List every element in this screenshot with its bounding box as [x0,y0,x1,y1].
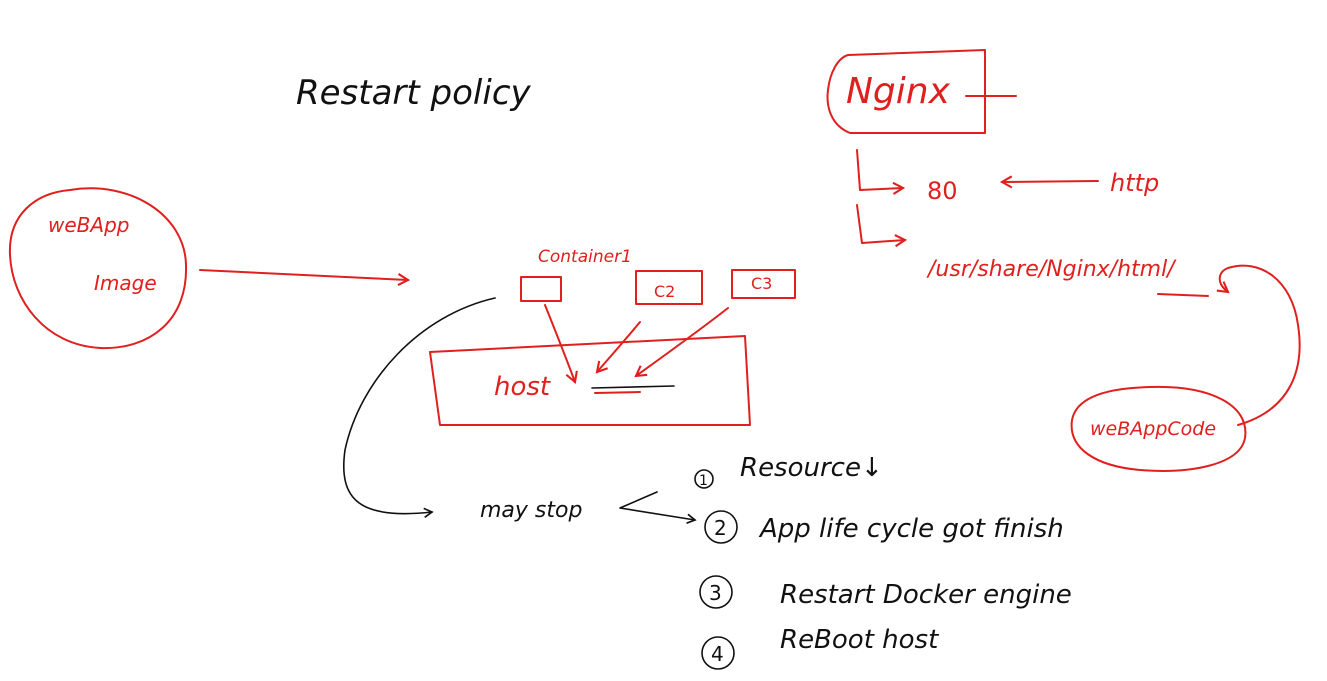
may-stop-label: may stop [480,498,582,523]
container1-box [520,276,562,302]
nginx-protocol-label: http [1110,169,1159,197]
nginx-port-label: 80 [927,177,958,205]
reason-3-number: 3 [709,581,722,605]
page-title: Restart policy [296,73,532,113]
nginx-path-label: /usr/share/Nginx/html/ [926,257,1177,282]
reason-2-text: App life cycle got finish [758,514,1064,544]
host-label: host [494,372,551,402]
may-stop-bracket [619,491,697,524]
reason-1-number: 1 [699,473,708,489]
host-to-may-stop-curve [343,297,496,518]
host-box [429,335,751,426]
nginx-box [826,49,986,134]
reason-3-number-circle [699,575,733,609]
reason-item: 4 ReBoot host [701,625,939,670]
container1-to-host-arrow [544,304,578,384]
webapp-code-label: weBAppCode [1090,418,1216,440]
reason-4-text: ReBoot host [780,625,939,655]
reason-1-number-circle [694,469,714,489]
host-underline-red [594,391,641,394]
nginx-to-port-branch [856,149,906,195]
http-to-port-arrow [999,175,1099,189]
container3-label: C3 [751,274,772,293]
reason-item: 1 Resource↓ [694,453,883,489]
webapp-code-circle [1070,385,1247,472]
path-html-underline [1157,293,1209,297]
webapp-image-circle [8,187,188,350]
container1-label: Container1 [538,247,632,267]
container2-label: C2 [654,282,675,301]
reason-3-text: Restart Docker engine [780,580,1072,610]
reason-item: 2 App life cycle got finish [704,510,1064,544]
webapp-code-to-html-curve [1216,264,1301,426]
reason-4-number: 4 [711,642,724,666]
webapp-image-label-line1: weBApp [48,213,129,237]
container3-to-host-arrow [634,307,729,378]
nginx-to-path-branch [856,204,908,248]
reason-1-text: Resource↓ [740,453,883,483]
host-underline-black [591,385,675,389]
reason-2-number: 2 [714,516,727,540]
container3-box [731,269,796,299]
container2-to-host-arrow [595,321,641,374]
reason-item: 3 Restart Docker engine [699,575,1072,610]
webapp-image-label-line2: Image [94,271,157,295]
image-to-host-arrow [199,269,411,287]
reason-4-number-circle [701,636,735,670]
nginx-label: Nginx [846,71,951,112]
container2-box [635,270,703,305]
reason-2-number-circle [704,510,738,544]
